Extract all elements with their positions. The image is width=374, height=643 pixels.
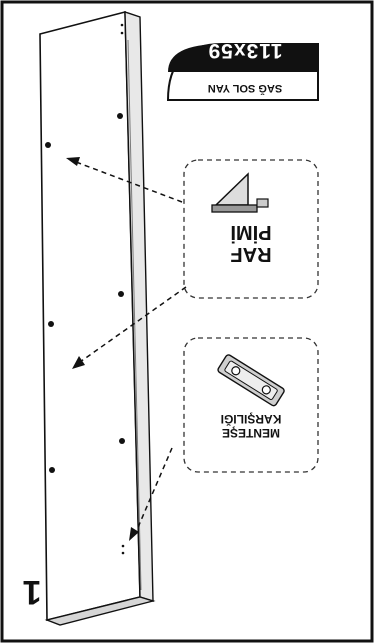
arrow-heads: [66, 157, 139, 541]
hole-dot: [120, 23, 124, 27]
shelf-pin-icon: [211, 172, 269, 213]
arrow-to-lower-shelf-hole: [79, 286, 187, 363]
callout-mentese-line1: MENTEŞE: [222, 426, 281, 440]
callout-mentese-line2: KARŞILIĞI: [220, 412, 282, 426]
panel-name: SAĞ SOL YAN: [207, 82, 283, 94]
hole-dot: [121, 551, 125, 555]
panel-badge: [166, 43, 319, 101]
hole-dot: [121, 544, 125, 548]
hole-dot: [45, 142, 51, 148]
hole-dot: [48, 321, 54, 327]
panel-dimensions: 113x59: [207, 39, 283, 62]
hinge-plate-icon: [217, 354, 285, 407]
callout-raf-pimi-line1: RAF: [230, 243, 272, 265]
callout-arrows: [75, 161, 187, 533]
callout-box-raf-pimi: [183, 159, 319, 299]
arrow-to-upper-shelf-hole: [75, 161, 183, 203]
panel-holes: [45, 23, 125, 555]
hole-dot: [117, 113, 123, 119]
hole-dot: [49, 467, 55, 473]
callout-box-mentese: [183, 337, 319, 473]
arrow-to-hinge-holes: [135, 447, 173, 533]
hole-dot: [119, 438, 125, 444]
callout-raf-pimi-line2: PİMİ: [230, 221, 272, 243]
side-panel-board: [39, 10, 156, 626]
hole-dot: [120, 31, 124, 35]
hole-dot: [118, 291, 124, 297]
step-number: 1: [22, 573, 42, 611]
